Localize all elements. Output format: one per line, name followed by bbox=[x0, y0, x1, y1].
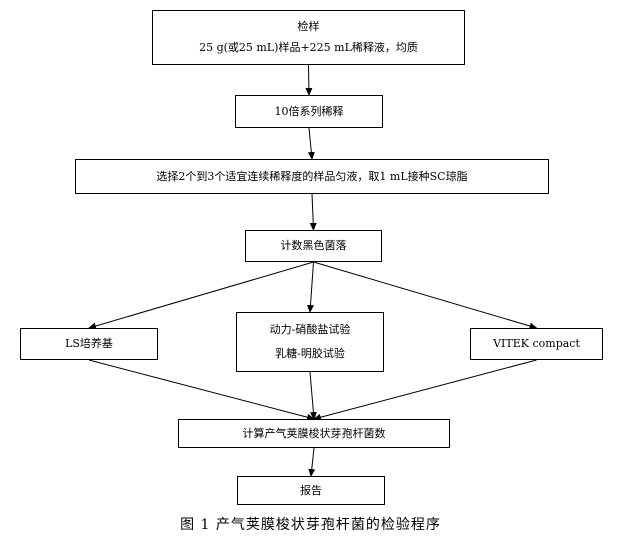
ls-medium-box: LS培养基 bbox=[20, 328, 158, 360]
select-inoculate-box: 选择2个到3个适宜连续稀释度的样品匀液，取1 mL接种SC琼脂 bbox=[75, 159, 549, 194]
motility-title: 动力-硝酸盐试验 bbox=[269, 323, 351, 337]
report-title: 报告 bbox=[300, 483, 322, 497]
connector-motility-to-calc bbox=[309, 371, 317, 420]
connector-calc-to-report bbox=[308, 447, 316, 477]
connector-select-to-count bbox=[309, 193, 317, 231]
vitek-compact-box: VITEK compact bbox=[470, 328, 603, 360]
connector-sample-to-dilution bbox=[305, 64, 313, 96]
figure-caption: 图 1 产气荚膜梭状芽孢杆菌的检验程序 bbox=[180, 517, 441, 533]
calculate-count-box: 计算产气荚膜梭状芽孢杆菌数 bbox=[178, 419, 450, 448]
select-title: 选择2个到3个适宜连续稀释度的样品匀液，取1 mL接种SC琼脂 bbox=[156, 169, 468, 183]
ls-title: LS培养基 bbox=[65, 337, 113, 351]
sample-detail: 25 g(或25 mL)样品+225 mL稀释液，均质 bbox=[199, 41, 418, 54]
calc-title: 计算产气荚膜梭状芽孢杆菌数 bbox=[242, 426, 386, 440]
motility-detail: 乳糖-明胶试验 bbox=[275, 347, 345, 360]
connector-count-to-vitek bbox=[313, 261, 538, 330]
sample-title: 检样 bbox=[297, 20, 320, 34]
connector-count-to-ls bbox=[88, 261, 314, 330]
sample-box: 检样 25 g(或25 mL)样品+225 mL稀释液，均质 bbox=[152, 10, 465, 65]
report-box: 报告 bbox=[237, 476, 385, 505]
connector-dilution-to-select bbox=[307, 127, 315, 160]
count-colonies-box: 计数黑色菌落 bbox=[245, 230, 382, 262]
vitek-title: VITEK compact bbox=[493, 337, 580, 351]
dilution-box: 10倍系列稀释 bbox=[235, 95, 383, 128]
connector-count-to-motility bbox=[306, 261, 314, 313]
dilution-title: 10倍系列稀释 bbox=[274, 104, 344, 118]
connector-vitek-to-calc bbox=[313, 359, 537, 421]
motility-nitrate-box: 动力-硝酸盐试验 乳糖-明胶试验 bbox=[236, 312, 384, 372]
connector-ls-to-calc bbox=[88, 359, 315, 421]
count-title: 计数黑色菌落 bbox=[280, 239, 347, 253]
flow-connectors bbox=[88, 64, 538, 477]
